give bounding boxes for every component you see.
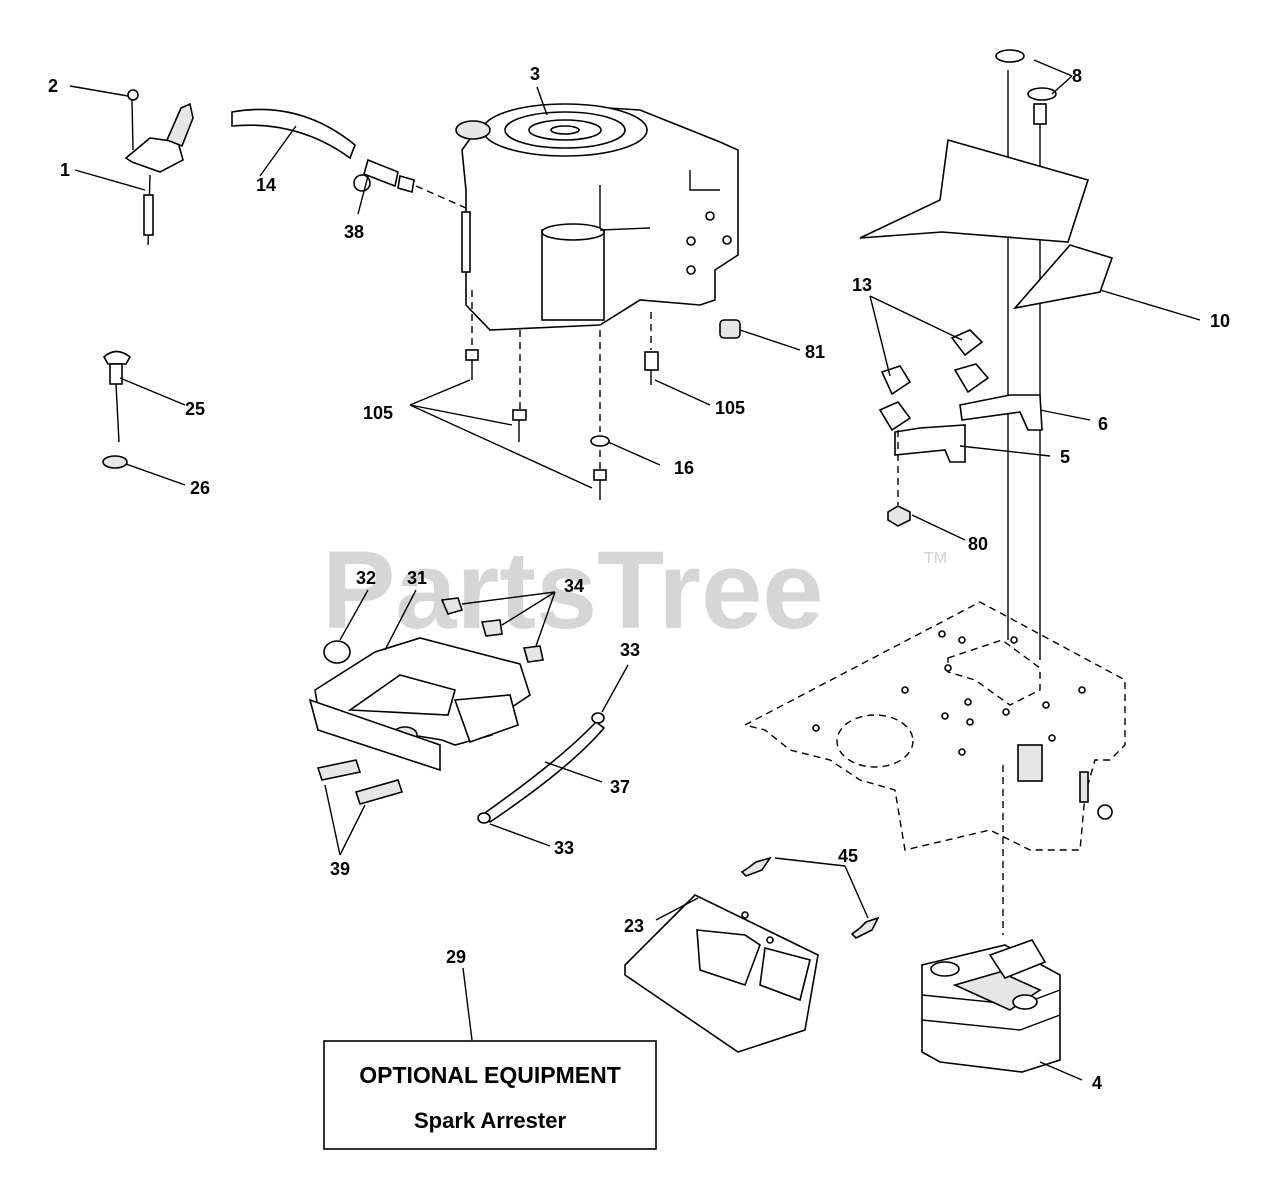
callout-38: 38 [344,222,364,242]
callout-6: 6 [1098,414,1108,434]
leader-lines [69,59,1201,1081]
engine-bolts-part [465,290,659,500]
watermark-brand: PartsTree [322,529,823,652]
engine-part [455,103,739,331]
mounting-plate-part [743,601,1126,935]
air-box-part [308,597,544,805]
callout-37: 37 [610,777,630,797]
callout-10: 10 [1210,311,1230,331]
callout-numbers: 2 1 3 8 14 38 10 13 81 25 105 105 6 5 16… [48,64,1230,1093]
callout-33-top: 33 [620,640,640,660]
callout-29: 29 [446,947,466,967]
callout-3: 3 [530,64,540,84]
callout-14: 14 [256,175,276,195]
callout-26: 26 [190,478,210,498]
callout-80: 80 [968,534,988,554]
muffler-part [921,939,1061,1073]
callout-105-right: 105 [715,398,745,418]
callout-5: 5 [1060,447,1070,467]
hose-part [477,712,606,824]
fuel-line-part [231,108,467,209]
optional-equipment-box: OPTIONAL EQUIPMENT Spark Arrester [323,1040,657,1150]
callout-32: 32 [356,568,376,588]
choke-knob-part [102,350,132,469]
callout-8: 8 [1072,66,1082,86]
watermark-trademark: TM [924,550,947,567]
callout-45: 45 [838,846,858,866]
callout-105-left: 105 [363,403,393,423]
exhaust-pipes-part [859,49,1114,660]
callout-25: 25 [185,399,205,419]
part-81 [719,319,741,339]
callout-13: 13 [852,275,872,295]
callout-33-bottom: 33 [554,838,574,858]
callout-23: 23 [624,916,644,936]
callout-34: 34 [564,576,584,596]
callout-39: 39 [330,859,350,879]
throttle-control-part [124,89,194,246]
callout-81: 81 [805,342,825,362]
callout-16: 16 [674,458,694,478]
callout-4: 4 [1092,1073,1102,1093]
heat-shield-part [624,856,880,1053]
callout-31: 31 [407,568,427,588]
callout-2: 2 [48,76,58,96]
spark-arrester-label: Spark Arrester [414,1108,566,1133]
optional-equipment-title: OPTIONAL EQUIPMENT [359,1062,621,1088]
callout-1: 1 [60,160,70,180]
